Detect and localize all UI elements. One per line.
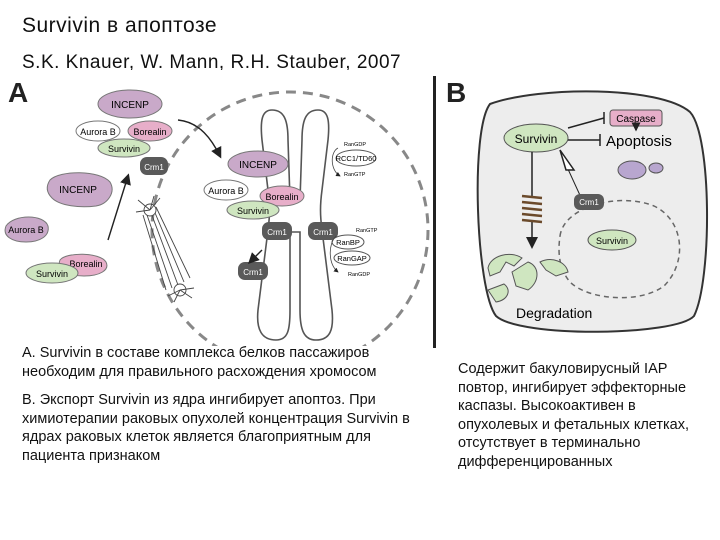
survivin-label: Survivin <box>515 132 558 146</box>
panel-a: A INCENP Aurora B Borealin Survivin <box>4 77 430 346</box>
survivin-label: Survivin <box>237 206 269 216</box>
apoptosis-label: Apoptosis <box>606 133 672 150</box>
apoptotic-body-icon <box>648 162 664 174</box>
degradation-label: Degradation <box>516 305 592 321</box>
cpc-complex-top: INCENP Aurora B Borealin Survivin Crm1 <box>75 89 173 175</box>
survivin-label: Survivin <box>108 144 140 154</box>
incenp-free: INCENP <box>46 172 113 208</box>
survivin-cytoplasm: Survivin <box>503 123 569 153</box>
aurora-b-label: Aurora B <box>208 186 244 196</box>
panel-divider <box>433 76 436 348</box>
apoptotic-body-icon <box>617 160 647 180</box>
mitotic-spindle <box>135 195 195 303</box>
borealin-label: Borealin <box>133 127 166 137</box>
slide-authors: S.K. Knauer, W. Mann, R.H. Stauber, 2007 <box>22 52 402 70</box>
rangtp-label: RanGTP <box>344 172 366 178</box>
crm1-label: Crm1 <box>144 163 164 172</box>
rcc1-label: RCC1/TD60 <box>336 154 377 163</box>
degraded-fragments <box>487 253 569 303</box>
incenp-label: INCENP <box>239 160 277 171</box>
survivin-nucleus: Survivin <box>587 229 637 251</box>
slide-title: Survivin в апоптозе <box>22 14 218 37</box>
survivin-borealin-free: Borealin Survivin <box>25 253 108 284</box>
rangdp-label: RanGDP <box>348 272 370 278</box>
proteasome-icon <box>521 194 543 224</box>
nucleus-dashed <box>558 199 681 299</box>
rangtp-label: RanGTP <box>356 228 378 234</box>
cell-body <box>476 90 709 333</box>
caption-a-paragraph: B. Экспорт Survivin из ядра ингибирует а… <box>22 392 410 464</box>
panel-a-letter: A <box>8 77 28 108</box>
crm1-label: Crm1 <box>267 228 287 237</box>
caspase-label: Caspase <box>616 114 656 125</box>
cpc-complex-center: INCENP Aurora B Borealin Survivin Crm1 C… <box>203 150 338 280</box>
panel-b: B Survivin Caspase Apoptosis <box>446 77 709 333</box>
survivin-nucleus-label: Survivin <box>596 236 628 246</box>
aurora-b-label: Aurora B <box>8 225 44 235</box>
caption-b: Содержит бакуловирусный IAP повтор, инги… <box>458 361 690 470</box>
rangap-label: RanGAP <box>337 254 367 263</box>
crm1-label: Crm1 <box>579 198 599 207</box>
borealin-label: Borealin <box>265 192 298 202</box>
caption-a-paragraph: A. Survivin в составе комплекса белков п… <box>22 345 377 380</box>
caspase: Caspase <box>609 109 663 127</box>
survivin-label: Survivin <box>36 269 68 279</box>
ranbp-label: RanBP <box>336 238 360 247</box>
rangdp-label: RanGDP <box>344 142 366 148</box>
ran-cycle: RanGDP RCC1/TD60 RanGTP RanGTP RanBP Ran… <box>329 142 378 278</box>
survivin-figure: A INCENP Aurora B Borealin Survivin <box>4 77 709 346</box>
crm1-nuclear: Crm1 <box>574 194 604 210</box>
incenp-label: INCENP <box>111 100 149 111</box>
crm1-label: Crm1 <box>243 268 263 277</box>
borealin-label: Borealin <box>69 259 102 269</box>
panel-b-letter: B <box>446 77 466 108</box>
incenp-label: INCENP <box>59 185 97 196</box>
aurora-b-label: Aurora B <box>80 127 116 137</box>
caption-a: A. Survivin в составе комплекса белков п… <box>22 344 422 475</box>
panel-a-arrows <box>107 119 263 264</box>
aurora-b-free: Aurora B <box>4 216 49 243</box>
crm1-label: Crm1 <box>313 228 333 237</box>
